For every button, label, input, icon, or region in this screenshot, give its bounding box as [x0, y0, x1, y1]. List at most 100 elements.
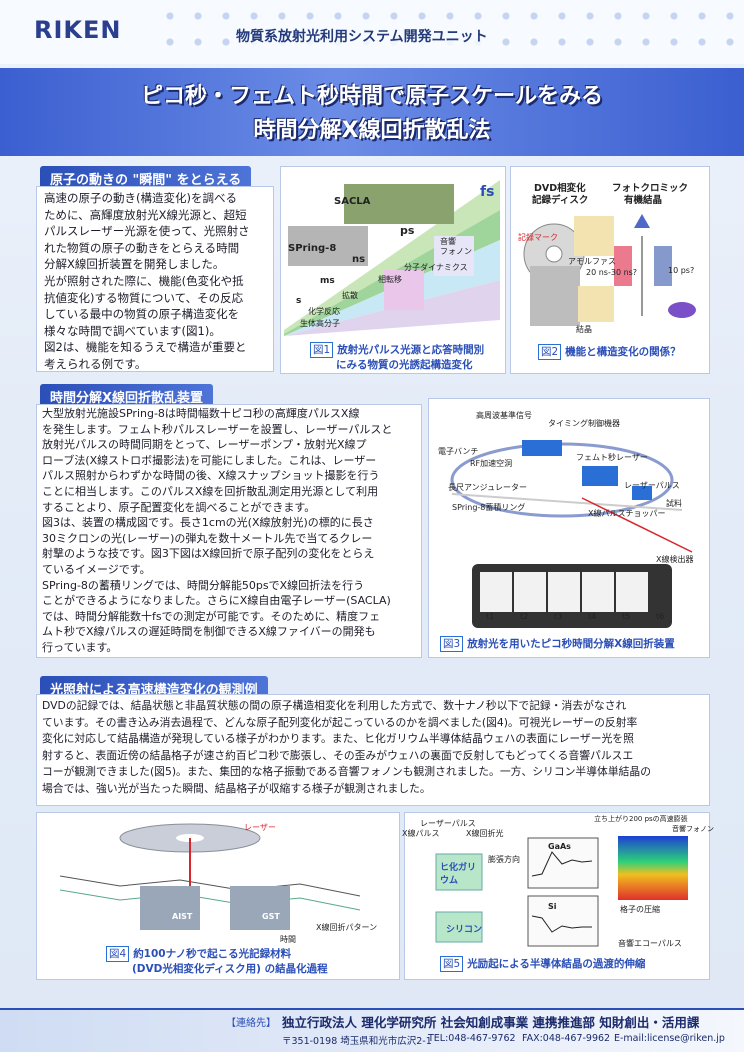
- fig1-label-diffusion: 拡散: [342, 291, 358, 300]
- fig2-label-time1: 20 ns-30 ns?: [586, 268, 638, 277]
- figure1-diagram: [284, 180, 500, 336]
- text-line: することより、原子配置変化を調べることができます。: [42, 500, 316, 514]
- text-line: 抗値変化)する物質について、その反応: [44, 290, 244, 305]
- fig3-label-ring: SPring-8蓄積リング: [452, 503, 526, 512]
- figure4-diagram: [59, 823, 361, 930]
- fig1-label-sacla: SACLA: [334, 196, 371, 207]
- fig3-label-sample: 試料: [666, 499, 682, 508]
- fig5-label-rise: 立ち上がり200 psの高速膨張: [594, 815, 688, 823]
- figure5-diagram: [435, 836, 688, 947]
- footer-email-link[interactable]: E-mail:license@riken.jp: [614, 1033, 725, 1044]
- fig3-label-t2: t2: [520, 612, 529, 621]
- text-line: 分解X線回折装置を開発しました。: [44, 257, 225, 272]
- text-line: 様々な時間で調べています(図1)。: [44, 323, 221, 338]
- text-line: では、時間分解能数十fsでの測定が可能です。そのために、精度フェ: [42, 609, 381, 623]
- fig5-label-gaas-crystal: ヒ化ガリウム: [440, 863, 477, 886]
- text-line: ことに相当します。このパルスX線を回折散乱測定用光源として利用: [42, 484, 379, 498]
- fig2-label-time2: 10 ps?: [668, 266, 695, 275]
- text-line: 射すると、表面近傍の結晶格子が速さ約百ピコ秒で膨張し、その歪みがウェハの裏面で反…: [42, 748, 634, 762]
- fig4-caption-line2: (DVD光相変化ディスク用) の結晶化過程: [132, 963, 328, 975]
- fig5-label-acoustic-phonon: 音響フォノン: [672, 825, 714, 833]
- text-line: ています。その書き込み消去過程で、どんな原子配列変化が起こっているのかを調べまし…: [42, 715, 638, 729]
- fig1-label-spring8: SPring-8: [288, 243, 337, 254]
- title-banner: [0, 68, 744, 156]
- fig5-label-diffracted: X線回折光: [466, 829, 504, 838]
- fig3-label-rfcavity: RF加速空洞: [470, 459, 513, 468]
- fig4-number: 図4: [106, 946, 130, 962]
- page-title-line2: 時間分解X線回折散乱法: [253, 118, 491, 143]
- fig1-label-ms: ms: [320, 276, 335, 286]
- fig1-label-biomolecule: 生体高分子: [300, 319, 340, 328]
- fig4-label-pattern: X線回折パターン: [316, 923, 378, 932]
- text-line: 場合では、強い光が当たった瞬間、結晶格子が収縮する様子が観測されました。: [42, 781, 431, 795]
- fig5-label-expansion: 膨張方向: [488, 855, 520, 864]
- fig1-label-phase-transition: 相転移: [378, 275, 402, 284]
- fig5-label-gaas: GaAs: [548, 842, 571, 851]
- fig4-label-gst: GST: [262, 912, 280, 921]
- fig2-caption-text: 機能と構造変化の関係？: [565, 346, 681, 358]
- fig3-label-detector: X線検出器: [656, 555, 694, 564]
- fig1-label-phonon: フォノン: [440, 247, 472, 256]
- text-line: コーが観測できました(図5)。また、集団的な格子振動である音響フォノンも観測され…: [42, 765, 652, 779]
- text-line: している最中の物質の原子構造変化を: [44, 307, 240, 322]
- fig3-label-t4: t4: [588, 612, 597, 621]
- fig5-label-xray-pulse: X線パルス: [402, 829, 440, 838]
- fig2-label-photochromic: フォトクロミック: [612, 183, 689, 194]
- text-line: SPring-8の蓄積リングでは、時間分解能50psでX線回折法を行う: [42, 578, 365, 592]
- figure3-diagram: [450, 440, 693, 628]
- fig2-number: 図2: [538, 344, 562, 360]
- fig2-label-amorphous: アモルファス: [568, 257, 616, 266]
- fig3-label-undulator: 長尺アンジュレーター: [448, 483, 527, 492]
- fig3-label-t6: t6: [656, 612, 665, 621]
- fig4-label-aist: AIST: [172, 912, 193, 921]
- text-line: 高速の原子の動き(構造変化)を調べる: [44, 191, 237, 205]
- fig3-label-pulse: レーザーパルス: [624, 481, 680, 490]
- fig5-label-laser-pulse: レーザーパルス: [420, 819, 476, 828]
- section1-text-box: [36, 186, 274, 372]
- text-line: 射撃のような技です。図3下図はX線回折で原子配列の変化をとらえ: [42, 547, 375, 561]
- fig2-label-organic: 有機結晶: [624, 195, 663, 206]
- fig3-label-timing: タイミング制御機器: [548, 419, 620, 428]
- fig1-caption-line2: にみる物質の光誘起構造変化: [336, 359, 473, 371]
- fig5-number: 図5: [440, 956, 464, 972]
- text-line: 図2は、機能を知るうえで構造が重要と: [44, 340, 247, 355]
- footer-address: 〒351-0198 埼玉県和光市広沢2-1: [282, 1036, 432, 1047]
- text-line: パルス照射からわずかな時間の後、X線スナップショット撮影を行う: [42, 469, 380, 483]
- fig1-label-chemical: 化学反応: [308, 307, 340, 316]
- fig2-label-disk: 記録ディスク: [532, 195, 589, 206]
- fig3-number: 図3: [440, 636, 464, 652]
- fig4-label-time: 時間: [280, 935, 296, 944]
- figure2-diagram: [523, 214, 696, 326]
- fig1-label-fs: fs: [480, 184, 495, 200]
- footer-tel: TEL:048-467-9762: [428, 1033, 516, 1044]
- section2-text-box: [36, 404, 422, 658]
- fig1-number: 図1: [310, 342, 334, 358]
- text-line: 放射光パルスの時間同期をとって、レーザーポンプ・放射光X線プ: [42, 438, 367, 452]
- fig2-label-dvd: DVD相変化: [534, 183, 586, 194]
- fig5-caption-text: 光励起による半導体結晶の過渡的伸縮: [467, 958, 646, 970]
- fig5-label-si-crystal: シリコン: [446, 925, 483, 935]
- section2-body: 大型放射光施設SPring-8は時間幅数十ピコ秒の高輝度パルスX線 を発生します…: [42, 406, 420, 656]
- fig3-label-rf: 高周波基準信号: [476, 411, 532, 420]
- text-line: ローブ法(X線ストロボ撮影法)を可能にしました。これは、レーザー: [42, 453, 377, 467]
- section3-body: DVDの記録では、結晶状態と非晶質状態の間の原子構造相変化を利用した方式で、数十…: [42, 698, 706, 798]
- text-line: パルスレーザー光源を使って、光照射さ: [44, 224, 250, 239]
- fig1-label-dynamics: 分子ダイナミクス: [404, 263, 468, 272]
- fig4-caption-line1: 約100ナノ秒で起こる光記録材料: [133, 948, 292, 960]
- text-line: を発生します。フェムト秒パルスレーザーを設置し、レーザーパルスと: [42, 422, 393, 436]
- text-line: ために、高輝度放射光X線光源と、超短: [44, 207, 247, 222]
- fig5-label-echo: 音響エコーパルス: [618, 939, 682, 948]
- text-line: DVDの記録では、結晶状態と非晶質状態の間の原子構造相変化を利用した方式で、数十…: [42, 699, 627, 712]
- fig1-label-s: s: [296, 296, 302, 306]
- footer-contact-label: 【連絡先】: [226, 1018, 276, 1029]
- text-line: ているイメージです。: [42, 562, 151, 576]
- fig3-label-t1: t1: [486, 612, 495, 621]
- text-line: 光が照射された際に、機能(色変化や抵: [44, 273, 244, 288]
- fig2-label-crystal: 結晶: [576, 325, 592, 334]
- text-line: 30ミクロンの光(レーザー)の弾丸を数十メートル先で当てるクレー: [42, 531, 373, 545]
- fig4-label-laser: レーザー: [244, 823, 276, 832]
